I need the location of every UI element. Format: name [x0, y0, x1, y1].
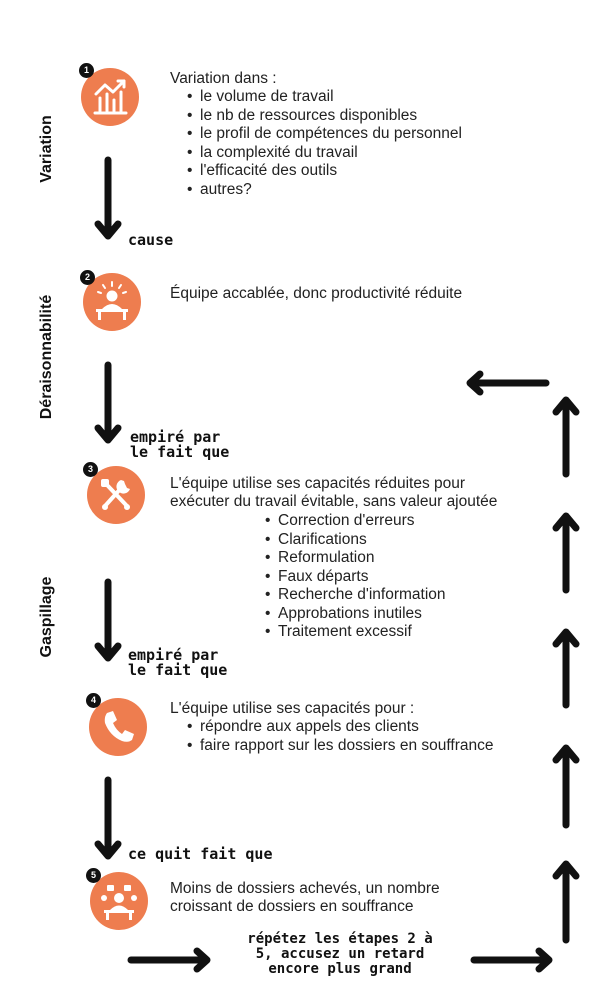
- tools-icon: [101, 479, 130, 510]
- step-1-number: 1: [79, 63, 94, 78]
- list-item: Recherche d'information: [262, 586, 446, 605]
- up-arrow-4: [552, 512, 580, 594]
- list-item: Traitement excessif: [262, 623, 446, 642]
- down-arrow-4: [94, 776, 122, 860]
- overwhelmed-worker-icon: [96, 281, 128, 320]
- connector-label-cause: cause: [128, 231, 174, 249]
- down-arrow-3: [94, 578, 122, 662]
- connector-label-empire-2-line1: empiré par: [128, 646, 219, 664]
- step-3-intro: L'équipe utilise ses capacités réduites …: [170, 475, 497, 511]
- down-arrow-2: [94, 361, 122, 444]
- list-item: l'efficacité des outils: [184, 162, 462, 181]
- connector-label-empire-2: empiré par le fait que: [128, 648, 227, 678]
- step-3-number: 3: [83, 462, 98, 477]
- step-5-text: Moins de dossiers achevés, un nombre cro…: [170, 880, 440, 916]
- loop-label: répétez les étapes 2 à 5, accusez un ret…: [215, 932, 465, 977]
- step-1-icon-circle: [81, 68, 139, 126]
- step-4-intro: L'équipe utilise ses capacités pour :: [170, 700, 415, 717]
- left-arrow-top: [466, 370, 550, 396]
- step-4-text: L'équipe utilise ses capacités pour : ré…: [170, 700, 494, 755]
- step-3-icon-circle: [87, 466, 145, 524]
- list-item: le profil de compétences du personnel: [184, 125, 462, 144]
- bar-chart-trend-icon: [93, 79, 128, 115]
- list-item: le nb de ressources disponibles: [184, 107, 462, 126]
- list-item: faire rapport sur les dossiers en souffr…: [184, 737, 494, 756]
- list-item: Faux départs: [262, 568, 446, 587]
- step-5-intro-line2: croissant de dossiers en souffrance: [170, 898, 414, 915]
- connector-label-ce-qui: ce quit fait que: [128, 845, 273, 863]
- list-item: Clarifications: [262, 531, 446, 550]
- step-2-icon-circle: [83, 273, 141, 331]
- list-item: Correction d'erreurs: [262, 512, 446, 531]
- loop-label-line1: répétez les étapes 2 à: [247, 931, 433, 947]
- up-arrow-2: [552, 744, 580, 829]
- step-5-intro-line1: Moins de dossiers achevés, un nombre: [170, 880, 440, 897]
- paperwork-worker-icon: [101, 885, 137, 920]
- step-3-bullets-block: Correction d'erreurs Clarifications Refo…: [262, 512, 446, 642]
- list-item: la complexité du travail: [184, 144, 462, 163]
- loop-label-line3: encore plus grand: [268, 961, 412, 977]
- list-item: Reformulation: [262, 549, 446, 568]
- step-3-bullets: Correction d'erreurs Clarifications Refo…: [262, 512, 446, 642]
- step-4-number: 4: [86, 693, 101, 708]
- step-4-bullets: répondre aux appels des clients faire ra…: [184, 718, 494, 755]
- step-1-text: Variation dans : le volume de travail le…: [170, 70, 462, 199]
- up-arrow-5: [552, 396, 580, 478]
- list-item: répondre aux appels des clients: [184, 718, 494, 737]
- right-arrow-bottom-right: [470, 947, 553, 973]
- connector-label-empire-1-line2: le fait que: [130, 443, 230, 461]
- up-arrow-1: [552, 860, 580, 944]
- right-arrow-bottom-left: [127, 947, 211, 973]
- list-item: le volume de travail: [184, 88, 462, 107]
- list-item: Approbations inutiles: [262, 605, 446, 624]
- loop-label-line2: 5, accusez un retard: [255, 946, 425, 962]
- up-arrow-3: [552, 628, 580, 709]
- phone-icon: [104, 711, 134, 742]
- connector-label-empire-1-line1: empiré par: [130, 428, 221, 446]
- step-1-intro: Variation dans :: [170, 70, 277, 87]
- step-5-icon-circle: [90, 872, 148, 930]
- step-4-icon-circle: [89, 698, 147, 756]
- list-item: autres?: [184, 181, 462, 200]
- step-2-number: 2: [80, 270, 95, 285]
- step-3-intro-line1: L'équipe utilise ses capacités réduites …: [170, 475, 466, 492]
- connector-label-empire-2-line2: le fait que: [128, 661, 228, 679]
- step-3-intro-line2: exécuter du travail évitable, sans valeu…: [170, 493, 498, 510]
- step-2-text: Équipe accablée, donc productivité rédui…: [170, 285, 463, 302]
- step-1-bullets: le volume de travail le nb de ressources…: [184, 88, 462, 199]
- down-arrow-1: [94, 156, 122, 240]
- step-5-number: 5: [86, 868, 101, 883]
- connector-label-empire-1: empiré par le fait que: [130, 430, 229, 460]
